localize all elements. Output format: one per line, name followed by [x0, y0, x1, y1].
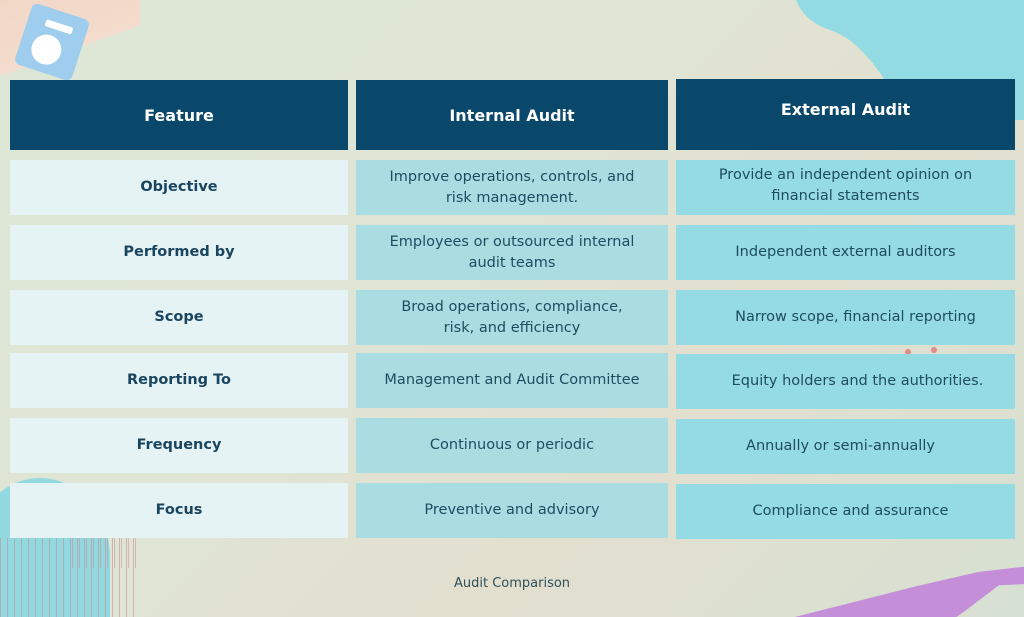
- row-reporting-to-internal: Management and Audit Committee: [356, 353, 668, 408]
- table-caption: Audit Comparison: [453, 576, 571, 591]
- row-performed-by-feature: Performed by: [10, 225, 348, 280]
- row-scope-feature: Scope: [10, 290, 348, 345]
- row-scope-external: Narrow scope, financial reporting: [676, 290, 1015, 345]
- row-focus-feature: Focus: [10, 483, 348, 538]
- row-reporting-to-feature: Reporting To: [10, 353, 348, 408]
- row-objective-feature: Objective: [10, 160, 348, 215]
- row-scope-internal: Broad operations, compliance, risk, and …: [356, 290, 668, 345]
- row-performed-by-internal: Employees or outsourced internal audit t…: [356, 225, 668, 280]
- row-frequency-internal: Continuous or periodic: [356, 418, 668, 473]
- stripes-decoration-top: [72, 538, 140, 568]
- row-focus-internal: Preventive and advisory: [356, 483, 668, 538]
- row-frequency-external: Annually or semi-annually: [676, 419, 1015, 474]
- row-objective-internal: Improve operations, controls, and risk m…: [356, 160, 668, 215]
- pink-dots-decoration: [903, 347, 943, 355]
- row-objective-external: Provide an independent opinion on financ…: [676, 160, 1015, 215]
- header-feature: Feature: [10, 80, 348, 150]
- header-external-audit: External Audit: [676, 79, 1015, 150]
- header-internal-audit: Internal Audit: [356, 80, 668, 150]
- row-reporting-to-external: Equity holders and the authorities.: [676, 354, 1015, 409]
- row-focus-external: Compliance and assurance: [676, 484, 1015, 539]
- row-performed-by-external: Independent external auditors: [676, 225, 1015, 280]
- row-frequency-feature: Frequency: [10, 418, 348, 473]
